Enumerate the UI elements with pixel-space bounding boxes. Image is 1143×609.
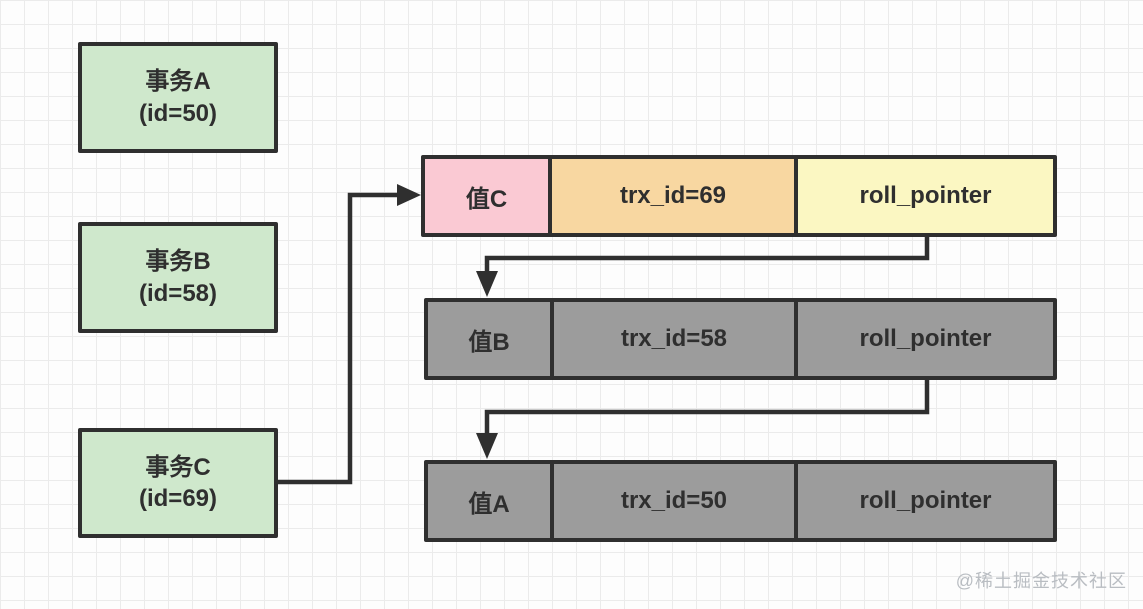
arrow-row1-rollpointer-to-row2 (484, 237, 930, 272)
version-row2-trxid-cell: trx_id=58 (550, 302, 794, 376)
transaction-c-id: (id=69) (138, 485, 218, 512)
transaction-box-b: 事务B (id=58) (78, 222, 278, 333)
version-row3-trxid-cell: trx_id=50 (550, 464, 794, 538)
version-row1-value-cell: 值C (425, 159, 548, 233)
version-row-undo-2: 值A trx_id=50 roll_pointer (424, 460, 1057, 542)
arrowhead-right-icon (397, 184, 421, 206)
transaction-a-name: 事务A (145, 68, 211, 96)
version-row-current: 值C trx_id=69 roll_pointer (421, 155, 1057, 237)
transaction-b-name: 事务B (145, 248, 211, 276)
transaction-box-c: 事务C (id=69) (78, 428, 278, 538)
arrowhead-down-icon (476, 271, 498, 297)
transaction-c-name: 事务C (145, 453, 211, 481)
version-row1-trxid-cell: trx_id=69 (548, 159, 794, 233)
version-row3-rollpointer-cell: roll_pointer (794, 464, 1053, 538)
arrowhead-down-icon-2 (476, 433, 498, 459)
version-row-undo-1: 值B trx_id=58 roll_pointer (424, 298, 1057, 380)
watermark-text: @稀土掘金技术社区 (955, 571, 1127, 591)
arrow-transaction-c-to-row1 (278, 192, 398, 485)
transaction-box-a: 事务A (id=50) (78, 42, 278, 153)
arrow-row2-rollpointer-to-row3 (484, 380, 930, 434)
version-row1-rollpointer-cell: roll_pointer (794, 159, 1053, 233)
version-row2-value-cell: 值B (428, 302, 550, 376)
version-row2-rollpointer-cell: roll_pointer (794, 302, 1053, 376)
transaction-b-id: (id=58) (138, 279, 218, 307)
version-row3-value-cell: 值A (428, 464, 550, 538)
transaction-a-id: (id=50) (138, 99, 218, 127)
